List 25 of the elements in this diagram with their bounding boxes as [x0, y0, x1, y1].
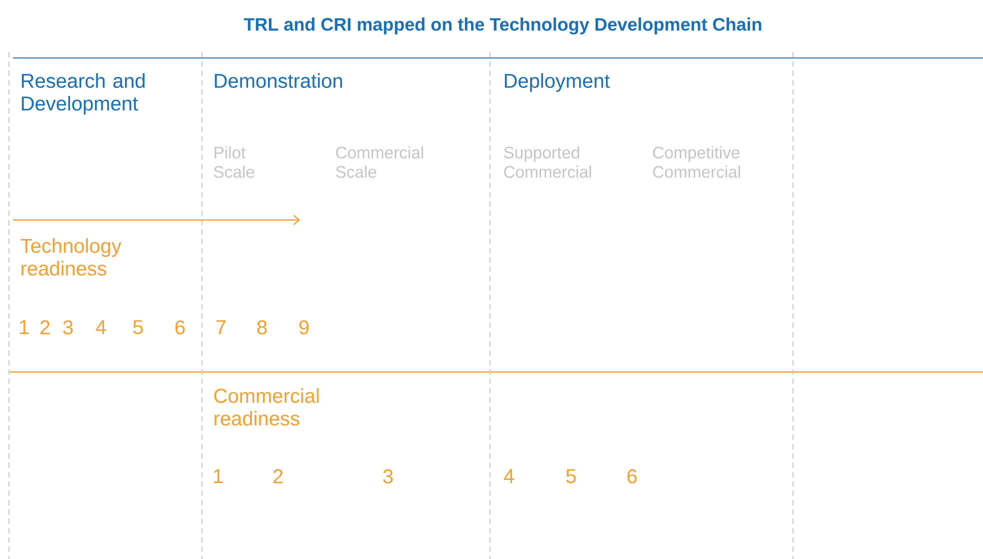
level-number: 5: [566, 469, 576, 484]
column-heading: Deployment: [504, 73, 610, 92]
stage-label: Pilot Scale: [214, 146, 254, 178]
level-number: 4: [504, 469, 514, 484]
stage-label: Supported Commercial: [504, 146, 592, 178]
level-number: 6: [627, 469, 637, 484]
level-number: 1: [214, 469, 223, 484]
column-heading: Demonstration: [214, 73, 342, 88]
level-number: 9: [299, 320, 309, 334]
scale-label: Technology readiness: [20, 238, 122, 276]
level-number: 7: [216, 320, 226, 334]
level-number: 8: [257, 320, 267, 334]
stage-label: Competitive Commercial: [653, 146, 740, 178]
level-number: 3: [63, 320, 73, 334]
level-number: 3: [383, 469, 393, 484]
scale-label: Commercial readiness: [214, 388, 319, 426]
level-number: 4: [96, 320, 106, 334]
chart-title: TRL and CRI mapped on the Technology Development Chain: [244, 18, 762, 34]
level-number: 1: [20, 320, 29, 334]
column-heading: Research and Development: [22, 73, 145, 115]
stage-label: Commercial Scale: [336, 146, 424, 178]
level-number: 2: [273, 469, 283, 484]
level-number: 5: [133, 320, 143, 334]
level-number: 2: [40, 320, 50, 334]
level-number: 6: [175, 320, 185, 334]
